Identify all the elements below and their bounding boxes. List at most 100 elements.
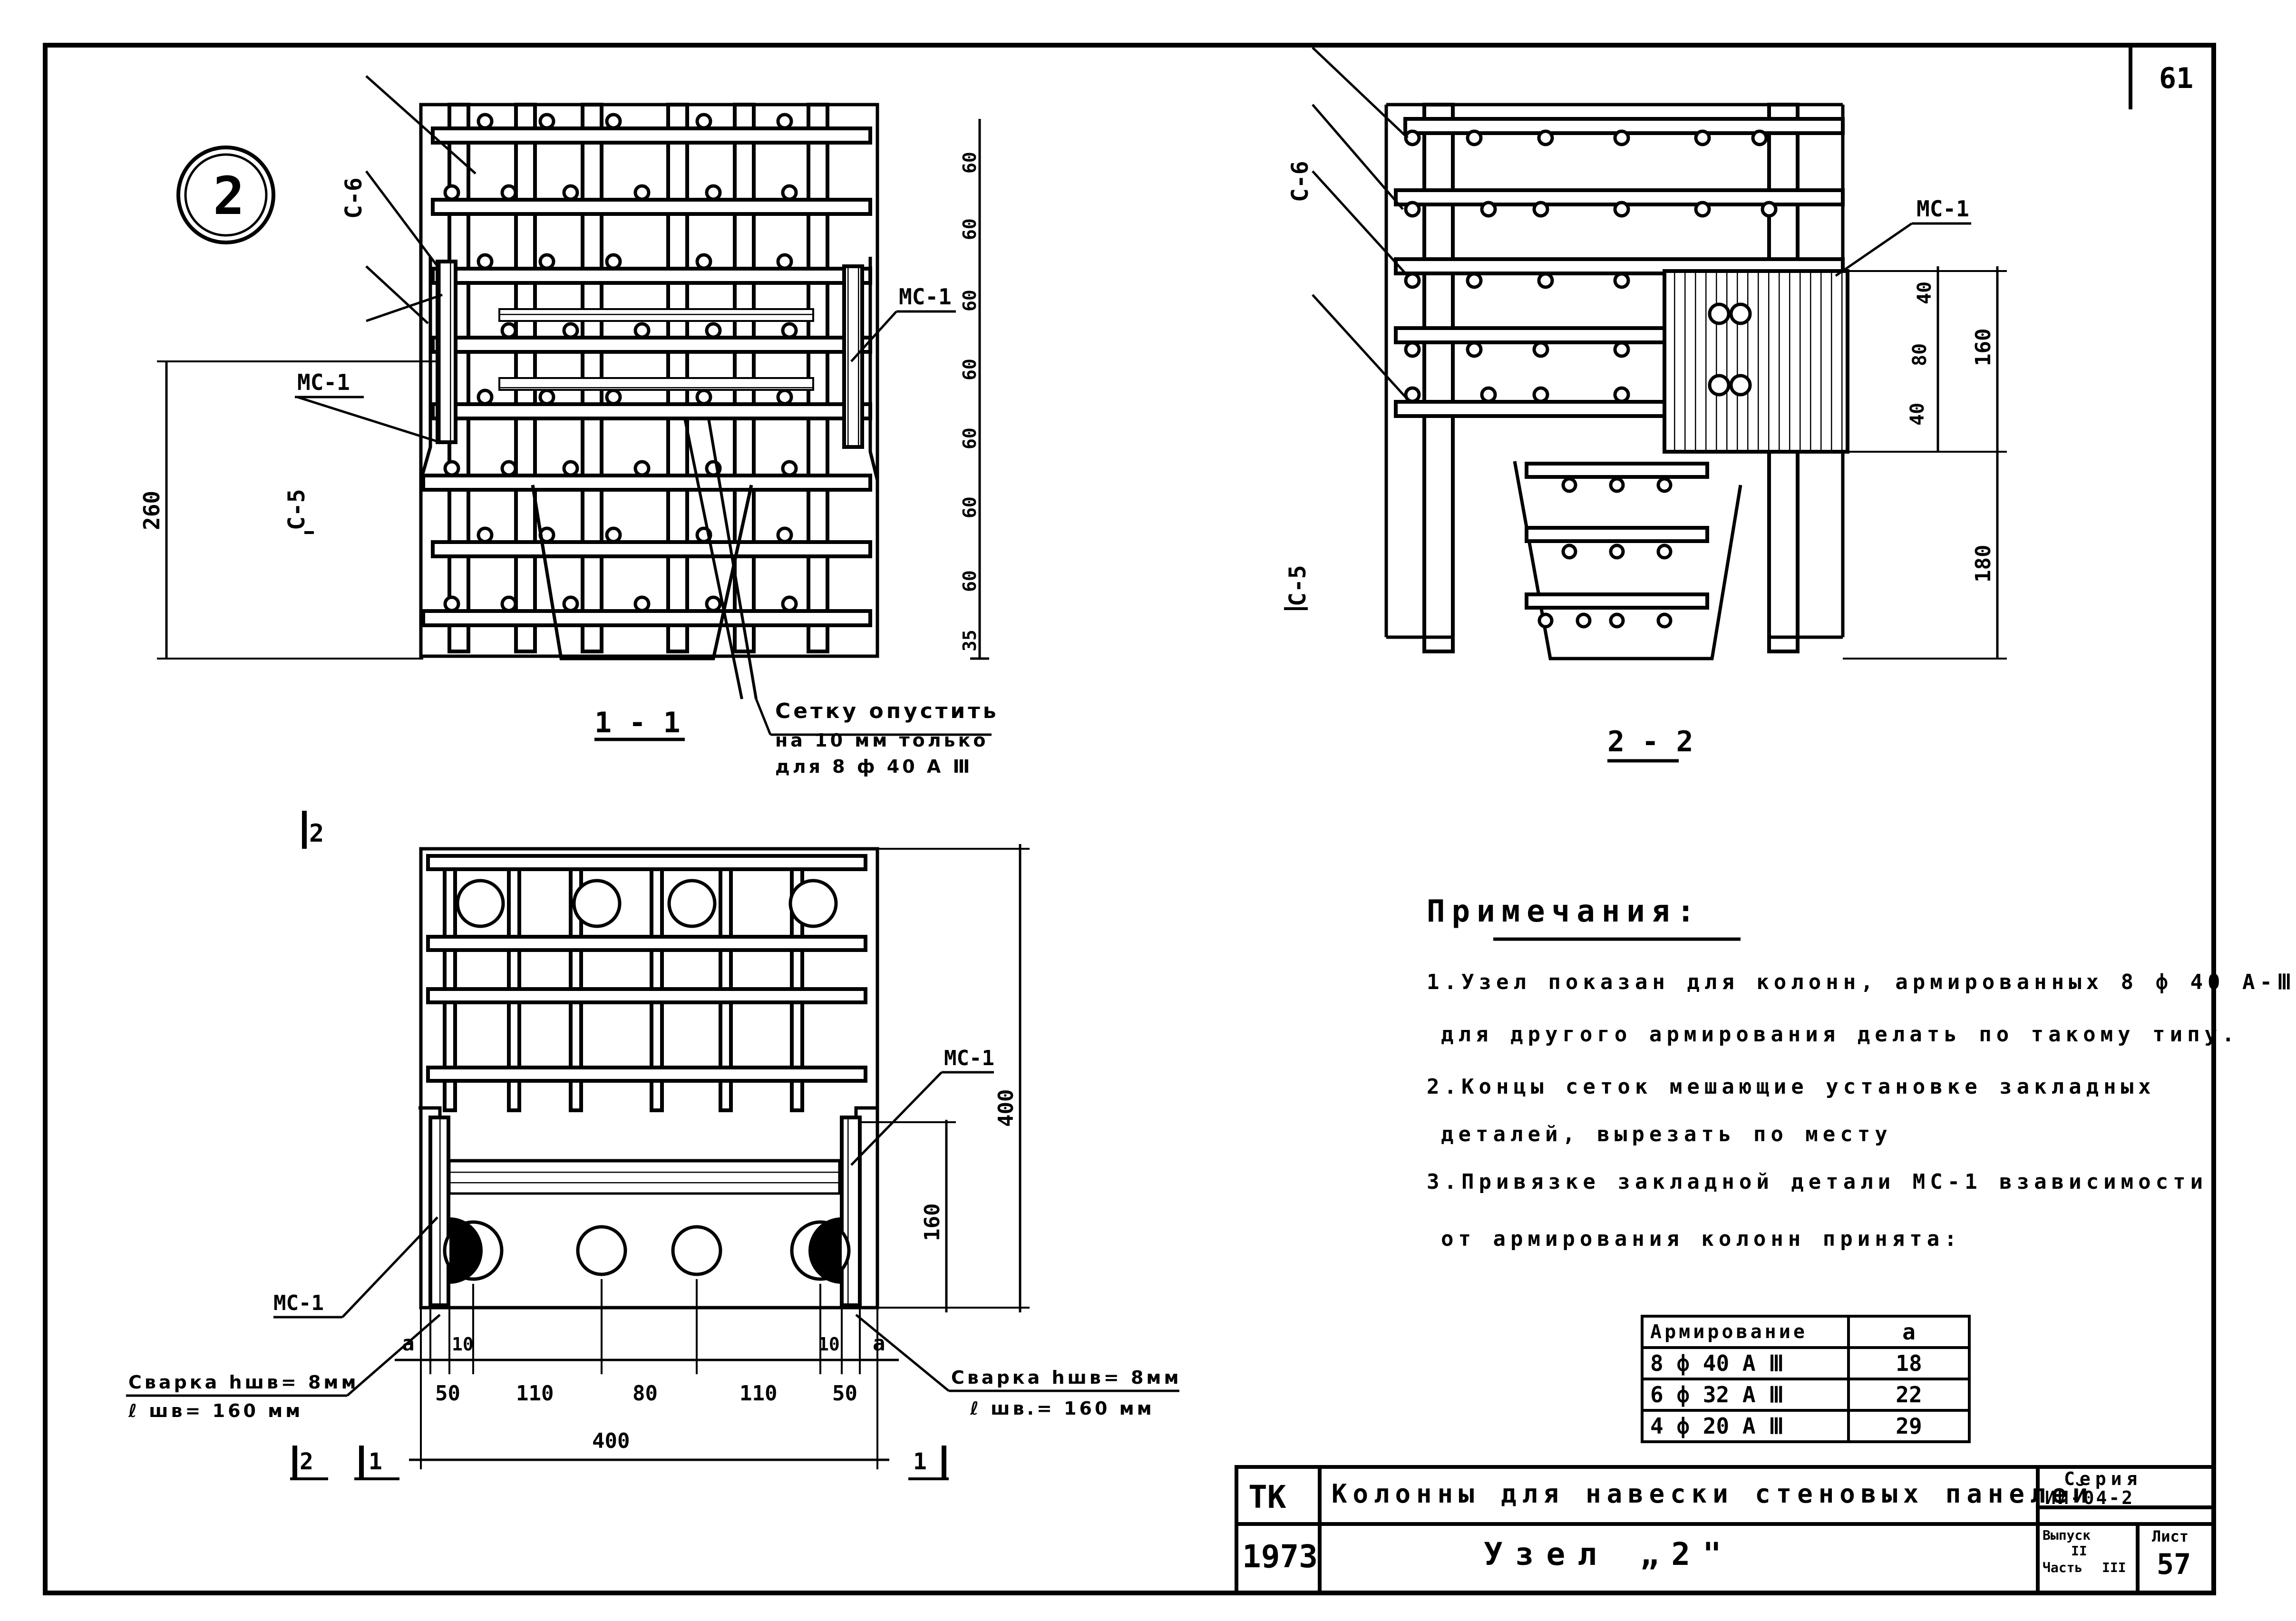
bottom-trapezoid xyxy=(1513,461,1742,660)
label-c5: С-5 xyxy=(1284,565,1311,606)
svg-text:60: 60 xyxy=(959,496,980,518)
note-line-3: для 8 ф 40 А Ⅲ xyxy=(775,756,973,777)
plan-mesh-bars xyxy=(426,854,867,1083)
label-mc1-right: МС-1 xyxy=(899,284,952,310)
dim-40-top: 40 xyxy=(1914,281,1936,304)
weld-left-line-1: Сварка hшв= 8мм xyxy=(128,1372,359,1393)
weld-right-line-1: Сварка hшв= 8мм xyxy=(951,1367,1182,1388)
plan-main-rods-top xyxy=(456,879,838,928)
column-base xyxy=(1386,452,1845,639)
dim-80: 80 xyxy=(632,1381,658,1406)
svg-text:60: 60 xyxy=(959,570,980,592)
hatched-strip xyxy=(498,377,814,391)
sheet-frame xyxy=(43,43,2216,1595)
title-block-title: Колонны для навески стеновых панелей xyxy=(1332,1479,2094,1509)
plate-anchors xyxy=(1708,302,1752,397)
node-marker-number: 2 xyxy=(213,165,244,226)
bottom-bar xyxy=(1525,592,1709,610)
embedded-plate-mc1 xyxy=(1663,269,1849,454)
dim-40-bottom: 40 xyxy=(1907,403,1928,426)
title-block-tk: ТК xyxy=(1248,1479,1286,1515)
svg-text:60: 60 xyxy=(959,359,980,380)
hatched-strip xyxy=(498,308,814,322)
table-header-cell: Армирование xyxy=(1641,1315,1850,1349)
weld-right xyxy=(808,1217,842,1284)
dim-260: 260 xyxy=(139,491,165,530)
label-c5: С-5 xyxy=(283,489,310,530)
leader-mc1-left xyxy=(297,396,440,444)
sheet-number: 61 xyxy=(2159,62,2193,95)
dim-160: 160 xyxy=(920,1204,944,1241)
svg-text:35: 35 xyxy=(959,630,980,651)
embedded-plate-right xyxy=(842,264,864,449)
bottom-bar xyxy=(1525,526,1709,543)
rod-circles xyxy=(443,113,798,612)
table-cell: 6 ф 32 А Ⅲ xyxy=(1641,1378,1850,1412)
section-1-1-title: 1 - 1 xyxy=(594,706,681,739)
table-header-cell: a xyxy=(1847,1315,1971,1349)
label-c6: С-6 xyxy=(341,177,367,219)
plan-vertical-rods xyxy=(443,854,804,1112)
title-block-issue-value: II xyxy=(2071,1543,2087,1559)
table-cell: 8 ф 40 А Ⅲ xyxy=(1641,1346,1850,1380)
note-line-4: деталей, вырезать по месту xyxy=(1441,1122,1892,1146)
leader-c6 xyxy=(1312,104,1404,210)
dim-50-right: 50 xyxy=(832,1381,857,1406)
plan-outline xyxy=(419,847,879,1310)
table-cell: 4 ф 20 А Ⅲ xyxy=(1641,1409,1850,1443)
leader-c6 xyxy=(365,75,477,175)
note-line-6: от армирования колонн принята: xyxy=(1441,1227,1962,1251)
hatched-strip xyxy=(448,1159,841,1195)
mesh-bar xyxy=(1394,188,1845,206)
title-block-year: 1973 xyxy=(1242,1538,1318,1575)
dims-right: 60 60 60 60 60 60 60 35 xyxy=(959,152,980,651)
notes-heading: Примечания: xyxy=(1427,894,1702,929)
leader-mc1-right xyxy=(850,311,897,362)
table-cell: 18 xyxy=(1847,1346,1971,1380)
bottom-trapezoid xyxy=(531,485,753,660)
leader-c6 xyxy=(365,170,438,267)
label-mc1: МС-1 xyxy=(1917,196,1969,222)
bracket-left xyxy=(419,257,432,481)
vertical-rod xyxy=(1422,103,1455,653)
embedded-plate-left xyxy=(436,260,457,444)
section-1-1: С-6 С-5 МС-1 МС-1 260 60 60 60 60 60 60 … xyxy=(139,75,996,777)
column-outline xyxy=(419,103,879,658)
table-cell: 22 xyxy=(1847,1378,1971,1412)
dim-50-left: 50 xyxy=(435,1381,460,1406)
title-block-series-label: Серия xyxy=(2064,1468,2142,1489)
table-row: 8 ф 40 А Ⅲ 18 xyxy=(1641,1346,1971,1380)
leader-c6 xyxy=(366,293,443,322)
dim-10-left: 10 xyxy=(452,1334,474,1355)
cut-marker-top: 2 xyxy=(309,819,324,848)
bottom-bar xyxy=(1525,462,1709,479)
dim-180: 180 xyxy=(1971,545,1995,582)
title-block-subtitle: Узел „2" xyxy=(1484,1536,1734,1572)
title-block-sheet-label: Лист xyxy=(2152,1527,2189,1545)
note-line-3: 2.Концы сеток мешающие установке закладн… xyxy=(1427,1075,2156,1099)
leader-mc1-right xyxy=(850,1071,943,1166)
svg-text:60: 60 xyxy=(959,427,980,449)
node-marker-circle-inner xyxy=(184,153,268,237)
title-block-series-value: ИИ-04-2 xyxy=(2045,1487,2135,1508)
label-mc1-right: МС-1 xyxy=(944,1046,994,1070)
node-marker-circle xyxy=(176,146,275,244)
leader-mc1 xyxy=(1835,222,1913,277)
title-block-sheet-value: 57 xyxy=(2157,1548,2191,1581)
note-line-1: 1.Узел показан для колонн, армированных … xyxy=(1427,970,2296,994)
table-row: 6 ф 32 А Ⅲ 22 xyxy=(1641,1378,1971,1412)
dim-110-right: 110 xyxy=(739,1381,777,1406)
weld-left xyxy=(449,1217,483,1284)
section-2-2-title: 2 - 2 xyxy=(1607,725,1693,758)
cut-marker-1-left: 1 xyxy=(369,1448,382,1475)
weld-left-line-2: ℓ шв= 160 мм xyxy=(128,1400,303,1421)
leader-c6 xyxy=(1312,294,1409,400)
label-mc1-left: МС-1 xyxy=(273,1291,324,1315)
title-block-issue-label: Выпуск xyxy=(2043,1527,2091,1543)
svg-text:60: 60 xyxy=(959,290,980,311)
dim-80: 80 xyxy=(1909,343,1931,366)
bracket-right xyxy=(868,257,879,481)
dim-400-right: 400 xyxy=(994,1089,1018,1127)
svg-text:60: 60 xyxy=(959,152,980,174)
table-header-row: Армирование a xyxy=(1641,1315,1971,1349)
